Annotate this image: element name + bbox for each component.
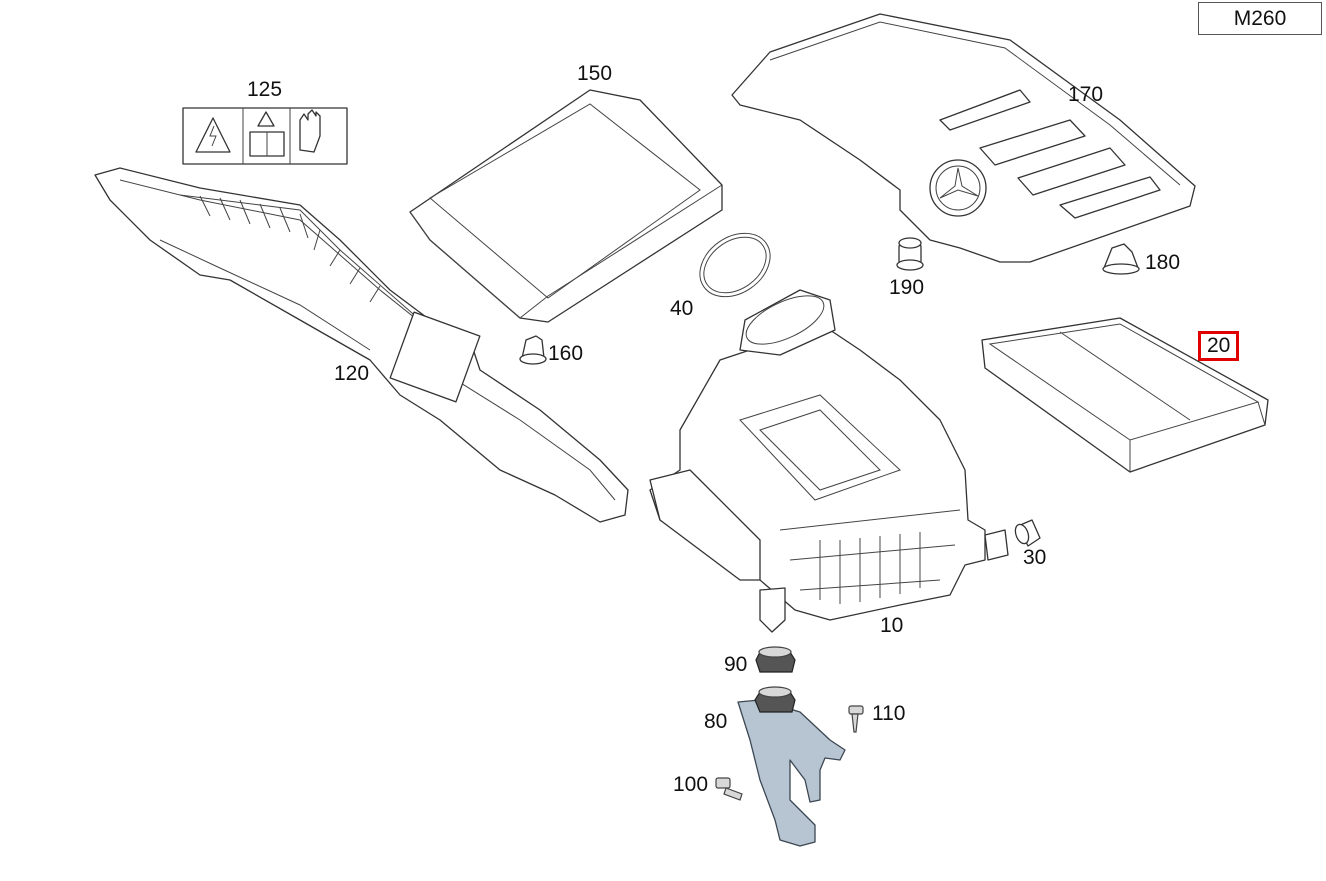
part-170-engine-cover[interactable] [731,13,1196,263]
part-180-grommet[interactable] [1102,243,1140,275]
label-40[interactable]: 40 [670,297,694,320]
high-voltage-warning-icon [195,117,231,153]
part-20-filter-element[interactable] [981,317,1269,473]
part-150-cover[interactable] [409,89,723,323]
label-20-highlighted[interactable]: 20 [1198,331,1240,361]
label-180[interactable]: 180 [1145,251,1181,274]
part-120-intake-duct[interactable] [94,167,629,523]
label-170[interactable]: 170 [1068,83,1104,106]
label-100[interactable]: 100 [673,773,709,796]
label-110[interactable]: 110 [872,702,906,725]
hand-icon [299,109,321,153]
label-150[interactable]: 150 [577,62,613,85]
part-10-air-filter-housing[interactable] [649,286,1009,633]
part-110-screw[interactable] [848,705,864,733]
label-125[interactable]: 125 [247,78,283,101]
label-120[interactable]: 120 [334,362,370,385]
part-30-sleeve[interactable] [1013,519,1041,547]
part-160-grommet[interactable] [519,335,547,365]
part-125-warning-label[interactable] [182,107,348,165]
part-40-seal-ring[interactable] [688,220,782,309]
label-10[interactable]: 10 [880,614,904,637]
caution-icon [257,111,275,127]
part-100-screw[interactable] [715,777,743,801]
engine-code-box: M260 [1198,2,1322,35]
label-80[interactable]: 80 [704,710,728,733]
part-190-stud[interactable] [896,237,924,271]
label-90[interactable]: 90 [724,653,748,676]
part-90-rubber-mount[interactable] [755,646,796,673]
mercedes-star-icon [929,159,987,217]
part-80-bracket[interactable] [737,686,846,847]
label-160[interactable]: 160 [548,342,584,365]
label-30[interactable]: 30 [1023,546,1047,569]
label-190[interactable]: 190 [889,276,925,299]
